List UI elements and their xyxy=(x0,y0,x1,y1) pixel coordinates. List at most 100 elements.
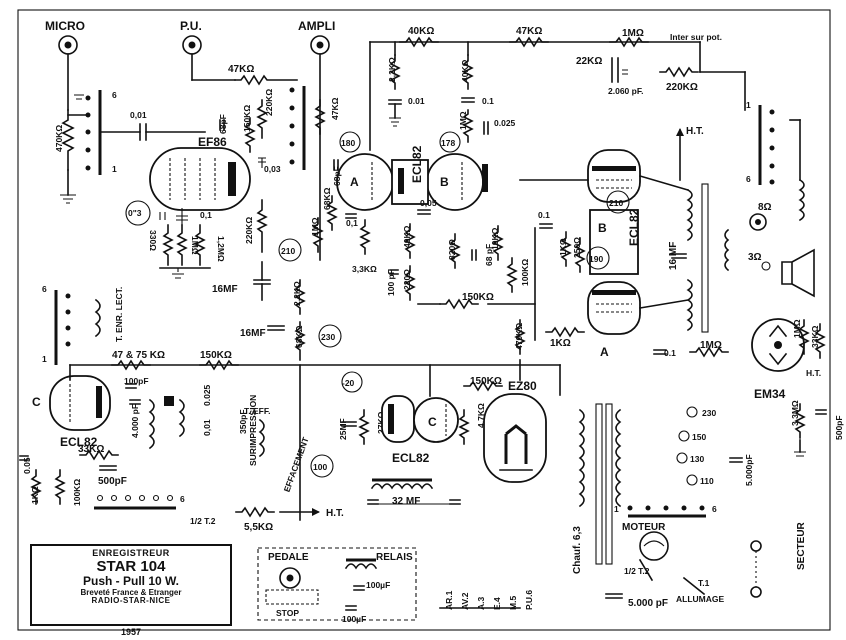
r150k-ez-label: 150KΩ xyxy=(470,376,502,387)
node-178-label: 178 xyxy=(441,138,455,148)
cap-100uf-label: 100µF xyxy=(366,580,390,590)
ampli-label: AMPLI xyxy=(298,19,335,33)
r100k-label: 100KΩ xyxy=(520,259,530,286)
resistor-47k-right xyxy=(509,36,549,48)
resistor-2-2k xyxy=(389,54,401,90)
node-230 xyxy=(318,324,342,348)
tap-av2: AV.2 xyxy=(460,592,470,610)
resistor-470k-label: 470KΩ xyxy=(54,125,64,152)
cap-16mf-b xyxy=(267,325,285,331)
relay-coil xyxy=(344,563,378,570)
r68k-a-label: 68KΩ xyxy=(322,187,332,210)
cap-500pf-label: 500pF xyxy=(98,476,127,487)
r22k-label: 22KΩ xyxy=(576,56,602,67)
nameplate-year: 1957 xyxy=(120,627,142,638)
record-coil xyxy=(148,398,155,450)
switch-out-pos-1: 1 xyxy=(746,100,751,110)
power-transformer xyxy=(578,403,622,565)
nameplate-maker: RADIO-STAR-NICE xyxy=(91,596,171,606)
selector-switch-ampli xyxy=(289,86,306,170)
micro-jack xyxy=(58,35,78,111)
resistor-1k-pp2 xyxy=(545,326,585,338)
r330-label: 330Ω xyxy=(148,230,158,251)
node-210b xyxy=(606,190,630,214)
node-20 xyxy=(341,371,363,393)
frame xyxy=(17,9,831,631)
resistor-1m-mid xyxy=(462,109,474,143)
r68k-label: 68KΩ xyxy=(294,325,304,348)
cap-003 xyxy=(258,157,266,168)
r1k-pp-label: 1KΩ xyxy=(558,238,568,256)
cap-005-c-label: 0.05 xyxy=(22,457,32,474)
resistor-33k-em xyxy=(814,323,826,359)
resistor-4-7k xyxy=(458,409,470,445)
nameplate-line1: ENREGISTREUR xyxy=(92,548,170,558)
r47-75k-label: 47 & 75 KΩ xyxy=(112,350,165,361)
tap-110 xyxy=(686,474,698,486)
tube-section-a2: A xyxy=(600,345,609,359)
switch-lect-pos-6: 6 xyxy=(42,284,47,294)
r2-2k-label: 2,2KΩ xyxy=(387,57,397,82)
resistor-220-b xyxy=(404,265,416,301)
resistor-220k-ef xyxy=(256,99,268,139)
cap-001 xyxy=(139,123,147,141)
r5-5k-label: 5,5KΩ xyxy=(244,522,273,533)
switch-bottom-pos-6: 6 xyxy=(180,494,185,504)
node-03 xyxy=(125,200,151,226)
ecl82-ab-label: ECL82 xyxy=(410,145,424,183)
spk3-label: 3Ω xyxy=(748,252,762,263)
em34-tube xyxy=(751,318,805,372)
stop-label: STOP xyxy=(276,608,299,618)
ecl82-d-label: ECL82 xyxy=(392,451,430,465)
vsel-pos-1: 1 xyxy=(614,504,619,514)
resistor-470k xyxy=(61,109,75,171)
pu-jack xyxy=(182,35,202,81)
switch-pos-1: 1 xyxy=(112,164,117,174)
cap-001-label: 0,01 xyxy=(130,110,147,120)
cap-500pf-em-label: 500pF xyxy=(834,415,844,440)
t2b-label: 1/2 T.2 xyxy=(624,566,650,576)
voltage-selector xyxy=(627,505,706,518)
vsel-pos-6: 6 xyxy=(712,504,717,514)
cap-01-pp-label: 0.1 xyxy=(538,210,550,220)
node-210 xyxy=(278,238,302,262)
power-switch xyxy=(682,576,706,596)
r150k-c-label: 150KΩ xyxy=(200,350,232,361)
mains-terminal-1 xyxy=(750,540,762,552)
resistor-5-5k xyxy=(235,506,275,518)
ecl82-tube-ab xyxy=(336,153,488,211)
r2-2k-b-label: 2,2KΩ xyxy=(292,281,302,306)
resistor-820 xyxy=(449,233,461,269)
ecl82-c-label: ECL82 xyxy=(60,435,98,449)
resistor-1k-c xyxy=(30,469,42,505)
cap-2060-label: 2.060 pF. xyxy=(608,86,643,96)
tube-section-b2: B xyxy=(598,221,607,235)
r220k-top-label: 220KΩ xyxy=(666,82,698,93)
ht-em-label: H.T. xyxy=(806,368,821,378)
resistor-1k-pp xyxy=(560,231,572,267)
r40k-top-label: 40KΩ xyxy=(408,26,434,37)
resistor-330 xyxy=(162,224,174,266)
inter-label: Inter sur pot. xyxy=(670,32,722,42)
node-100 xyxy=(310,454,334,478)
t2-label: 1/2 T.2 xyxy=(190,516,216,526)
resistor-47-75k xyxy=(111,359,151,371)
nameplate-model: STAR 104 xyxy=(96,557,166,575)
cap-100pf-b-label: 100 pF xyxy=(386,269,396,296)
cap-68pf-label: 68pF xyxy=(218,114,228,134)
r220k-ef-label: 220KΩ xyxy=(264,89,274,116)
cap-350-label: 350pF xyxy=(238,409,248,434)
r33k-em-label: 33KΩ xyxy=(810,325,820,348)
filter-choke xyxy=(370,483,434,490)
r47k-right-label: 47KΩ xyxy=(516,26,542,37)
volt-150-label: 150 xyxy=(692,432,706,442)
resistor-68k-a xyxy=(326,195,338,231)
output-transformer-core xyxy=(701,183,709,333)
tap-230 xyxy=(686,406,698,418)
cap-25mf-label: 25MF xyxy=(338,418,348,440)
resistor-47k-ampli xyxy=(314,99,326,135)
surimpression-label: SURIMPRESSION xyxy=(248,395,258,466)
nameplate: ENREGISTREUR STAR 104 Push - Pull 10 W. … xyxy=(30,544,232,637)
cap-0025-c-label: 0.025 xyxy=(202,384,212,406)
r1m-em-label: 1MΩ xyxy=(700,340,722,351)
